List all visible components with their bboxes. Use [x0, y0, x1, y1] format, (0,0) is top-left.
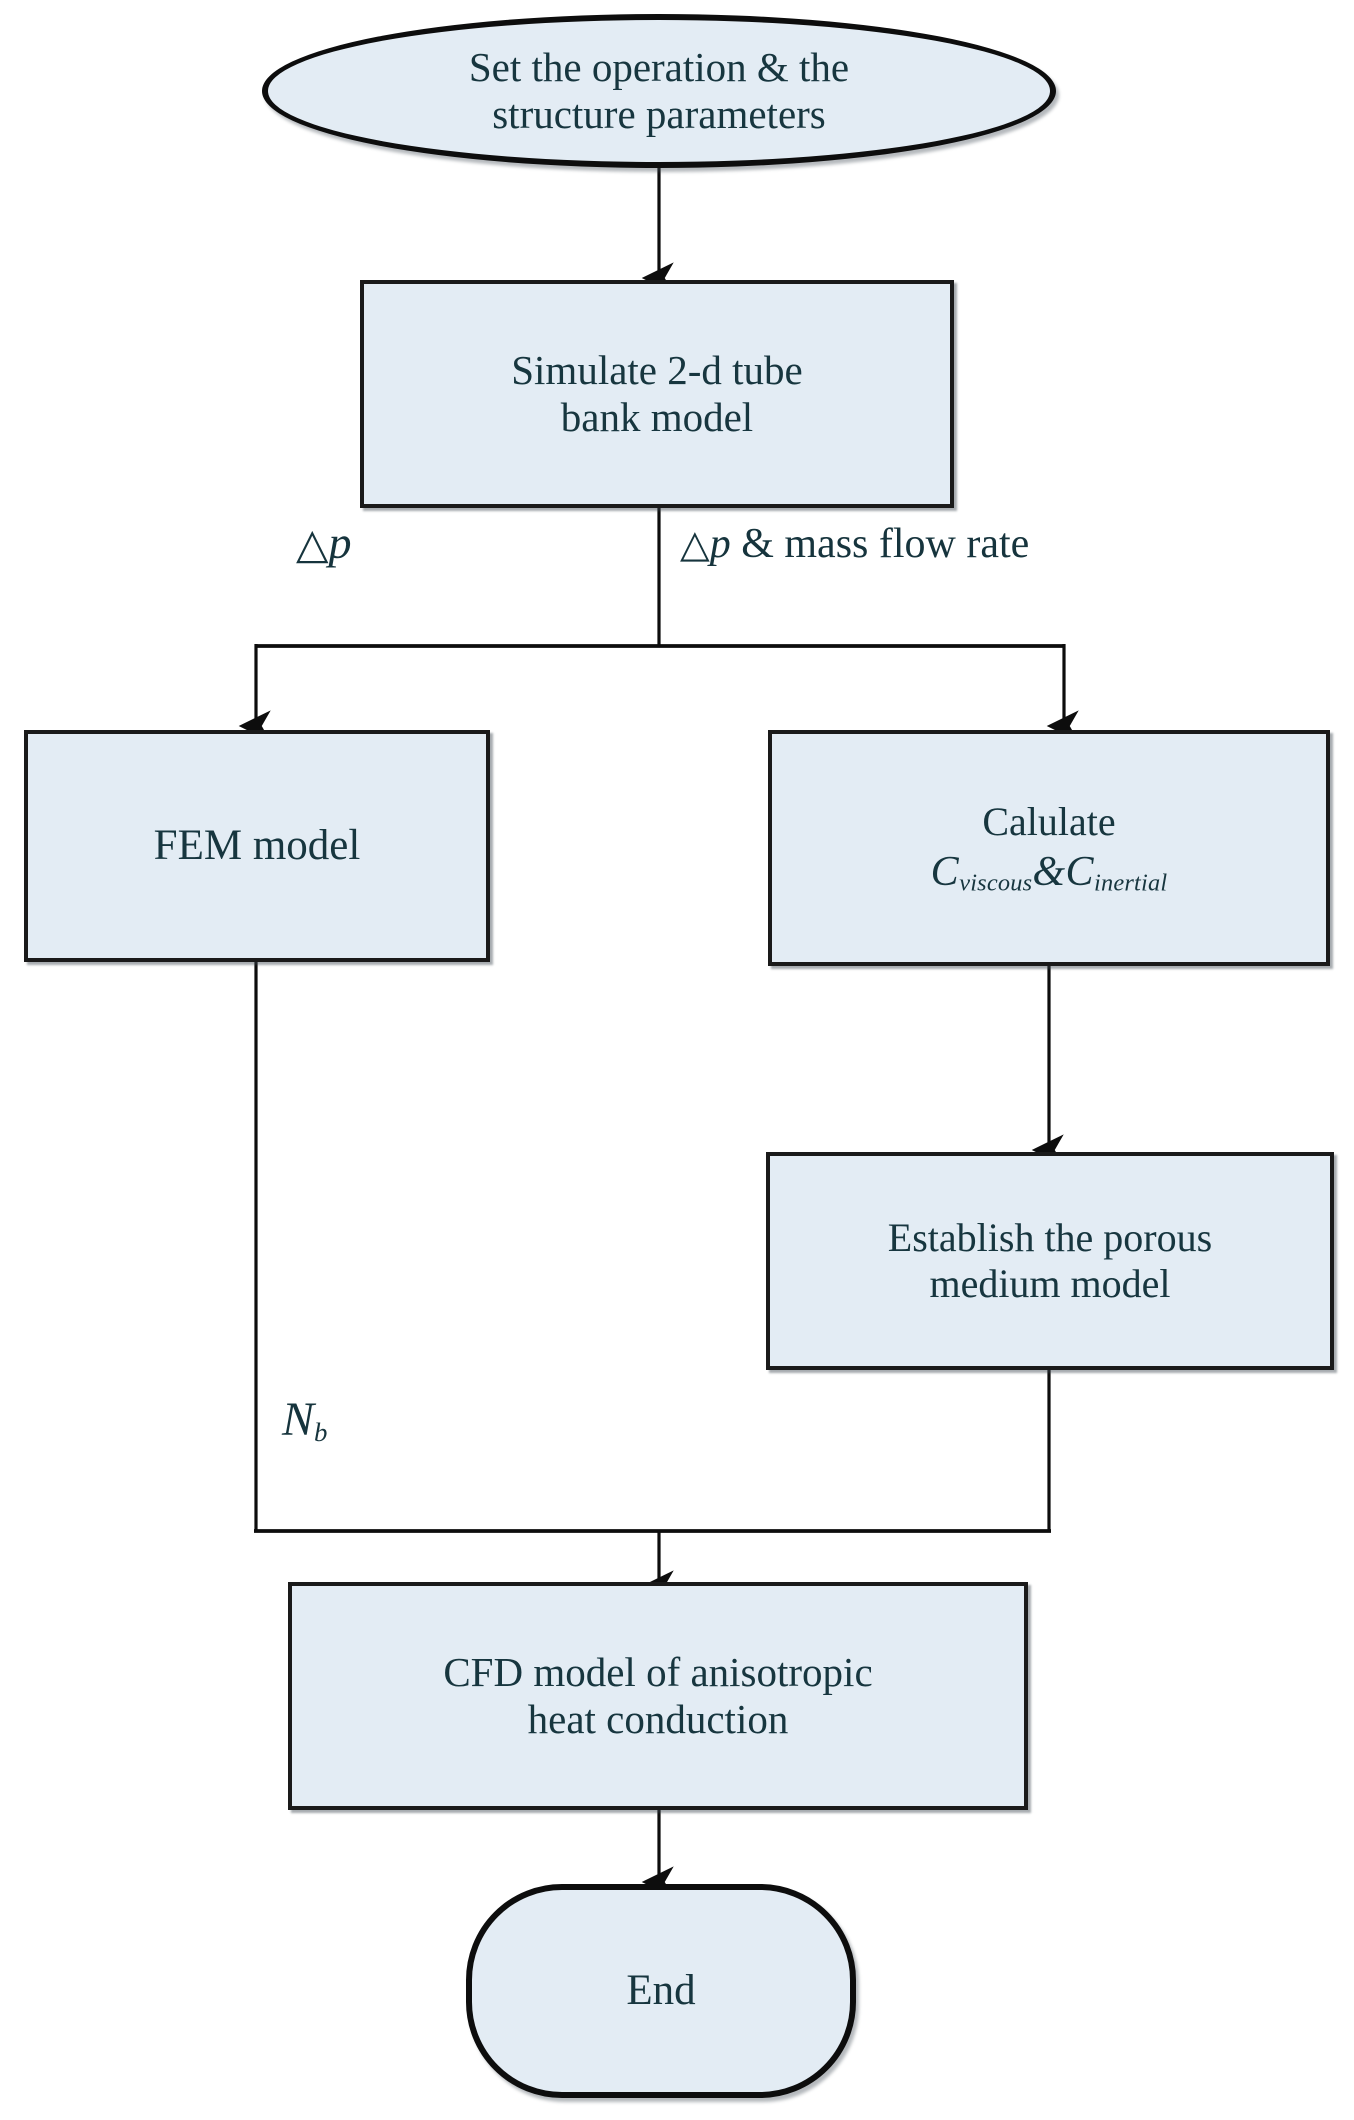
node-end-label: End — [626, 1967, 696, 2015]
node-simulate-label: Simulate 2-d tube bank model — [511, 347, 803, 440]
triangle-delta-icon: △ — [296, 519, 329, 568]
node-porous-medium-label: Establish the porous medium model — [887, 1215, 1213, 1306]
edge-label-delta-p: △p — [296, 517, 352, 568]
node-start-label: Set the operation & the structure parame… — [468, 44, 850, 137]
node-calculate[interactable]: Calulate Cviscous&Cinertial — [768, 730, 1330, 966]
node-end[interactable]: End — [466, 1884, 856, 2098]
triangle-delta-icon: △ — [680, 522, 710, 567]
node-fem-model[interactable]: FEM model — [24, 730, 490, 962]
node-cfd-model-label: CFD model of anisotropic heat conduction — [443, 1649, 873, 1742]
node-start[interactable]: Set the operation & the structure parame… — [262, 14, 1056, 168]
node-simulate[interactable]: Simulate 2-d tube bank model — [360, 280, 954, 508]
edge-label-nb: Nb — [282, 1393, 328, 1447]
node-calculate-formula: Cviscous&Cinertial — [930, 848, 1168, 897]
edge-label-delta-p-mass-flow: △p & mass flow rate — [680, 521, 1030, 567]
node-porous-medium[interactable]: Establish the porous medium model — [766, 1152, 1334, 1370]
node-calculate-label: Calulate — [982, 799, 1116, 845]
node-cfd-model[interactable]: CFD model of anisotropic heat conduction — [288, 1582, 1028, 1810]
node-fem-model-label: FEM model — [153, 822, 361, 870]
